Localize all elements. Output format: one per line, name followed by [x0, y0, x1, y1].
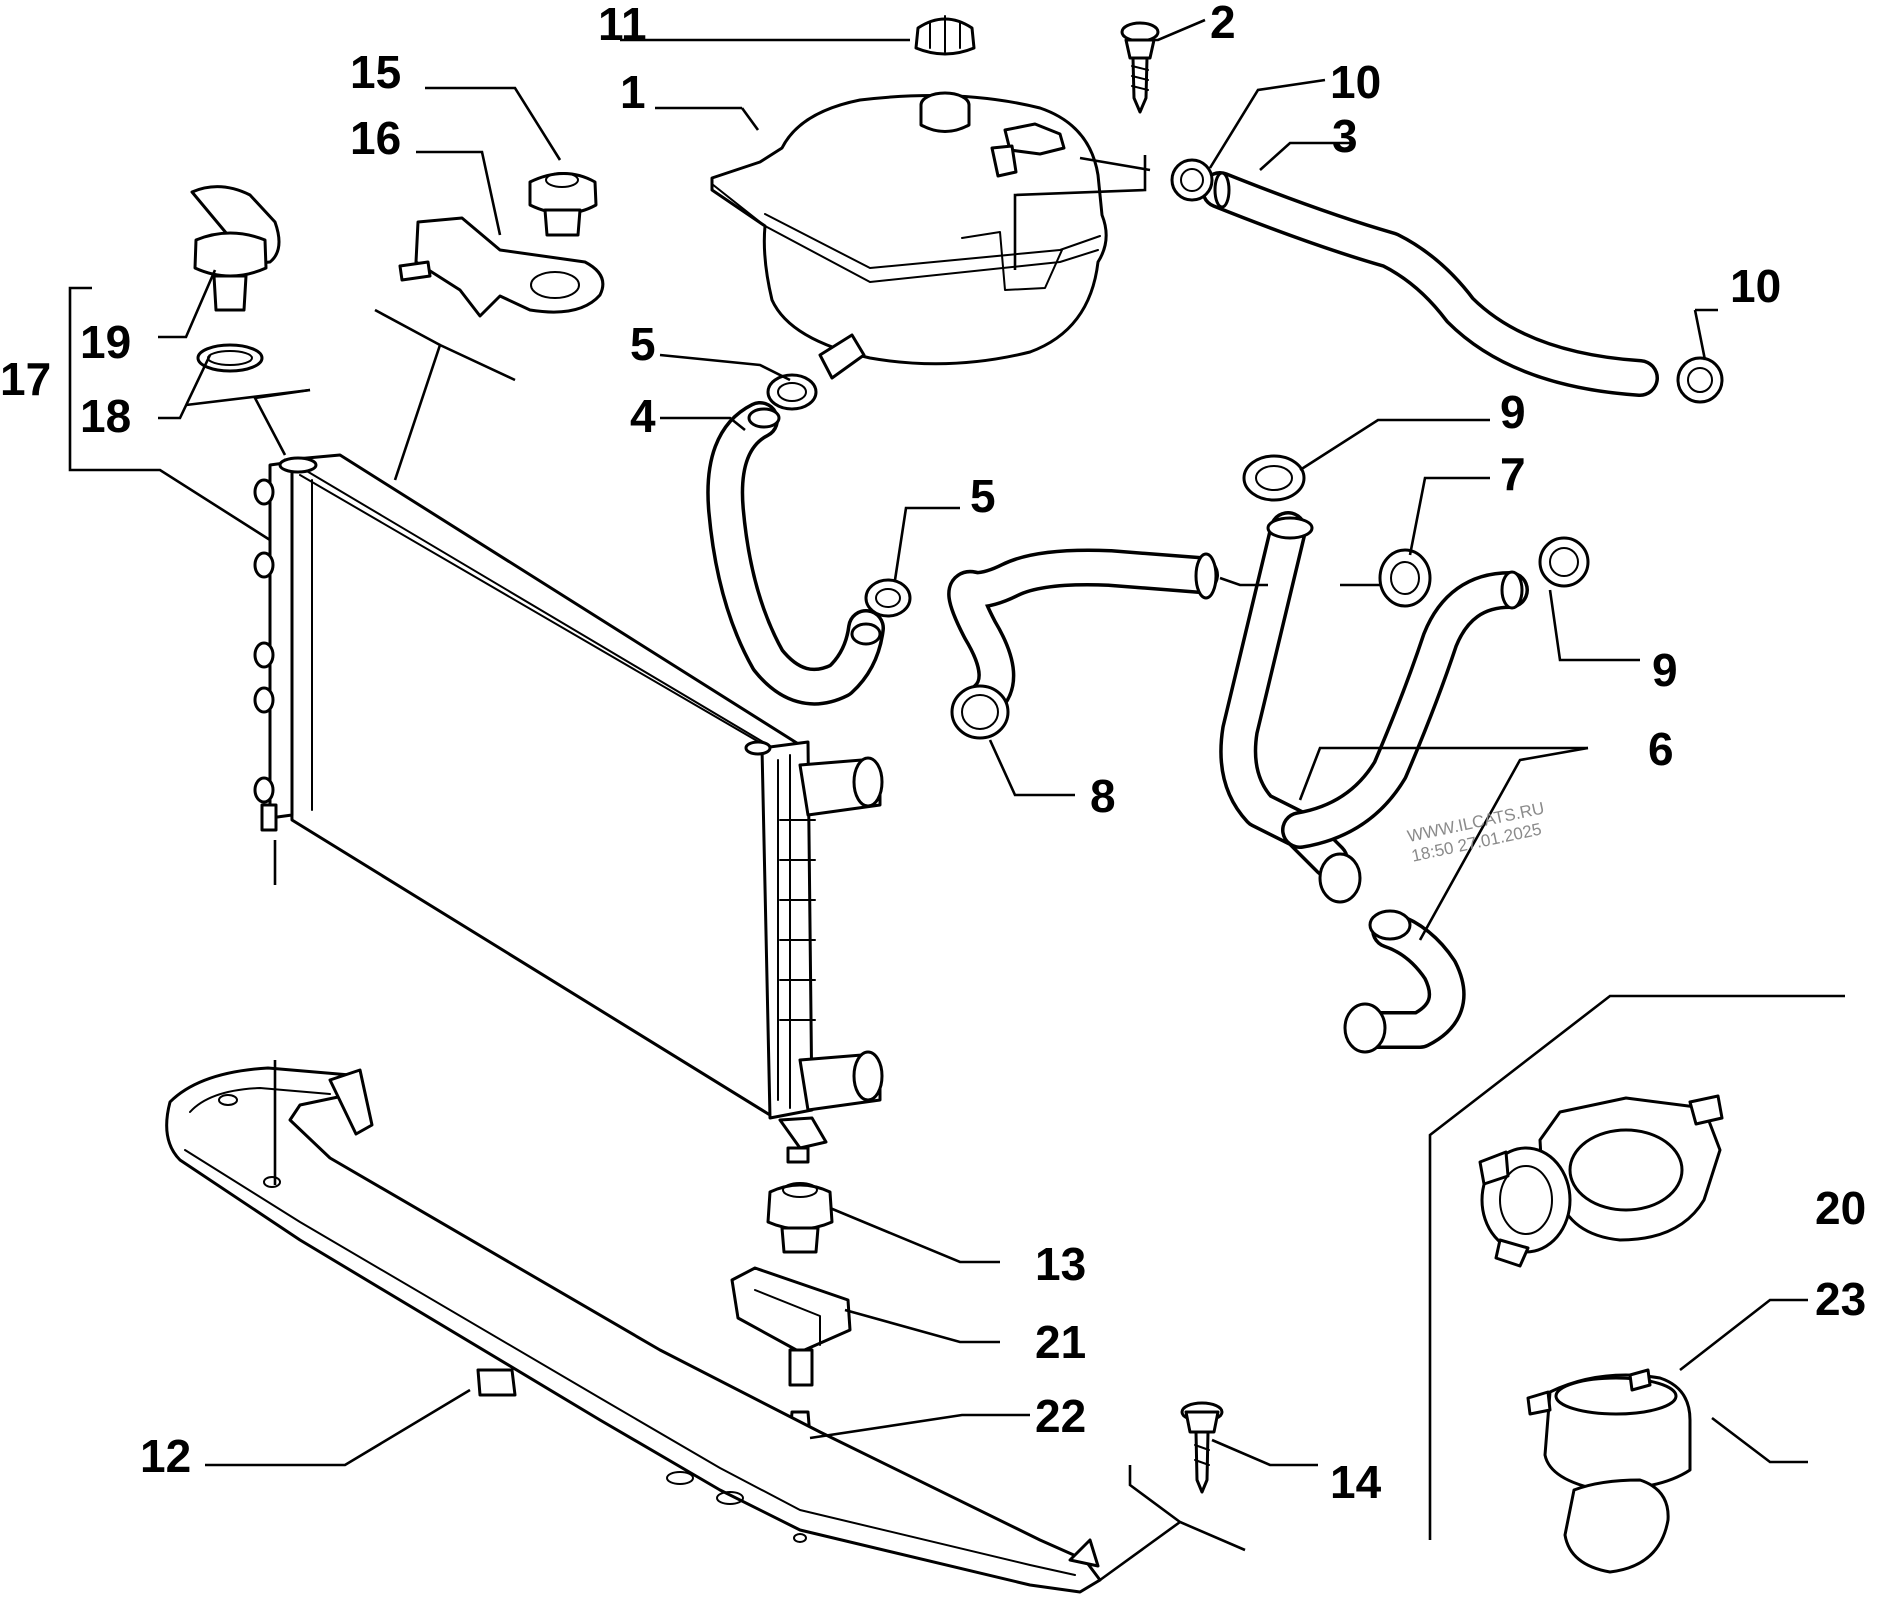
callout-12: 12 [140, 1430, 191, 1482]
hose-clamp-lower [1676, 356, 1724, 404]
hose-clamp-upper [1170, 158, 1214, 202]
tank-screw [1120, 21, 1160, 114]
callout-23: 23 [1815, 1273, 1866, 1325]
callout-20: 20 [1815, 1182, 1866, 1234]
callout-16: 16 [350, 112, 401, 164]
expansion-tank [710, 91, 1108, 380]
clamp-9-upper [1242, 454, 1306, 502]
callout-10-lower: 10 [1730, 260, 1781, 312]
radiator [253, 453, 884, 1164]
hose-bracket-clip-23 [1526, 1368, 1692, 1574]
callout-11: 11 [598, 0, 647, 50]
rubber-grommet-15 [528, 172, 598, 237]
callout-4: 4 [630, 390, 656, 442]
hose-bracket-clip-20 [1478, 1094, 1724, 1268]
expansion-tank-cap [914, 15, 976, 56]
leader-lines [158, 18, 1808, 1467]
watermark: WWW.ILCATS.RU 18:50 27.01.2025 [1406, 798, 1546, 865]
callout-22: 22 [1035, 1390, 1086, 1442]
callout-19: 19 [80, 316, 131, 368]
callout-6: 6 [1648, 723, 1674, 775]
callout-5-upper: 5 [630, 318, 656, 370]
callout-2: 2 [1210, 0, 1236, 48]
radiator-right-ribs [779, 819, 816, 1021]
callout-9-right: 9 [1652, 644, 1678, 696]
clamp-9-right [1538, 536, 1590, 588]
clamp-5-lower [864, 578, 912, 618]
callout-18: 18 [80, 390, 131, 442]
callout-5-lower: 5 [970, 470, 996, 522]
callout-10-upper: 10 [1330, 56, 1381, 108]
temperature-sensor-21 [730, 1266, 852, 1387]
callout-9-upper: 9 [1500, 386, 1526, 438]
group-lines [68, 155, 1845, 1582]
callout-3: 3 [1332, 110, 1358, 162]
tank-bracket [398, 216, 605, 318]
heater-y-hose [1219, 511, 1529, 1054]
callout-numbers: 1 2 3 4 5 5 6 7 8 9 9 10 10 11 12 13 14 … [0, 0, 1866, 1508]
bolt-14 [1180, 1401, 1224, 1494]
callout-17: 17 [0, 353, 51, 405]
clamp-7 [1378, 548, 1432, 608]
radiator-drain-plug [190, 185, 281, 312]
radiator-grommet-13 [766, 1182, 834, 1254]
tank-to-radiator-hose [706, 401, 885, 706]
radiator-left-fittings [253, 478, 278, 832]
callout-21: 21 [1035, 1316, 1086, 1368]
callout-14: 14 [1330, 1456, 1382, 1508]
callout-1: 1 [620, 66, 646, 118]
callout-15: 15 [350, 46, 401, 98]
callout-13: 13 [1035, 1238, 1086, 1290]
overflow-hose [1201, 171, 1659, 397]
lower-crossmember [165, 1066, 1102, 1594]
callout-8: 8 [1090, 770, 1116, 822]
callout-7: 7 [1500, 448, 1526, 500]
clamp-5-upper [766, 373, 818, 411]
radiator-upper-hose [947, 548, 1219, 740]
